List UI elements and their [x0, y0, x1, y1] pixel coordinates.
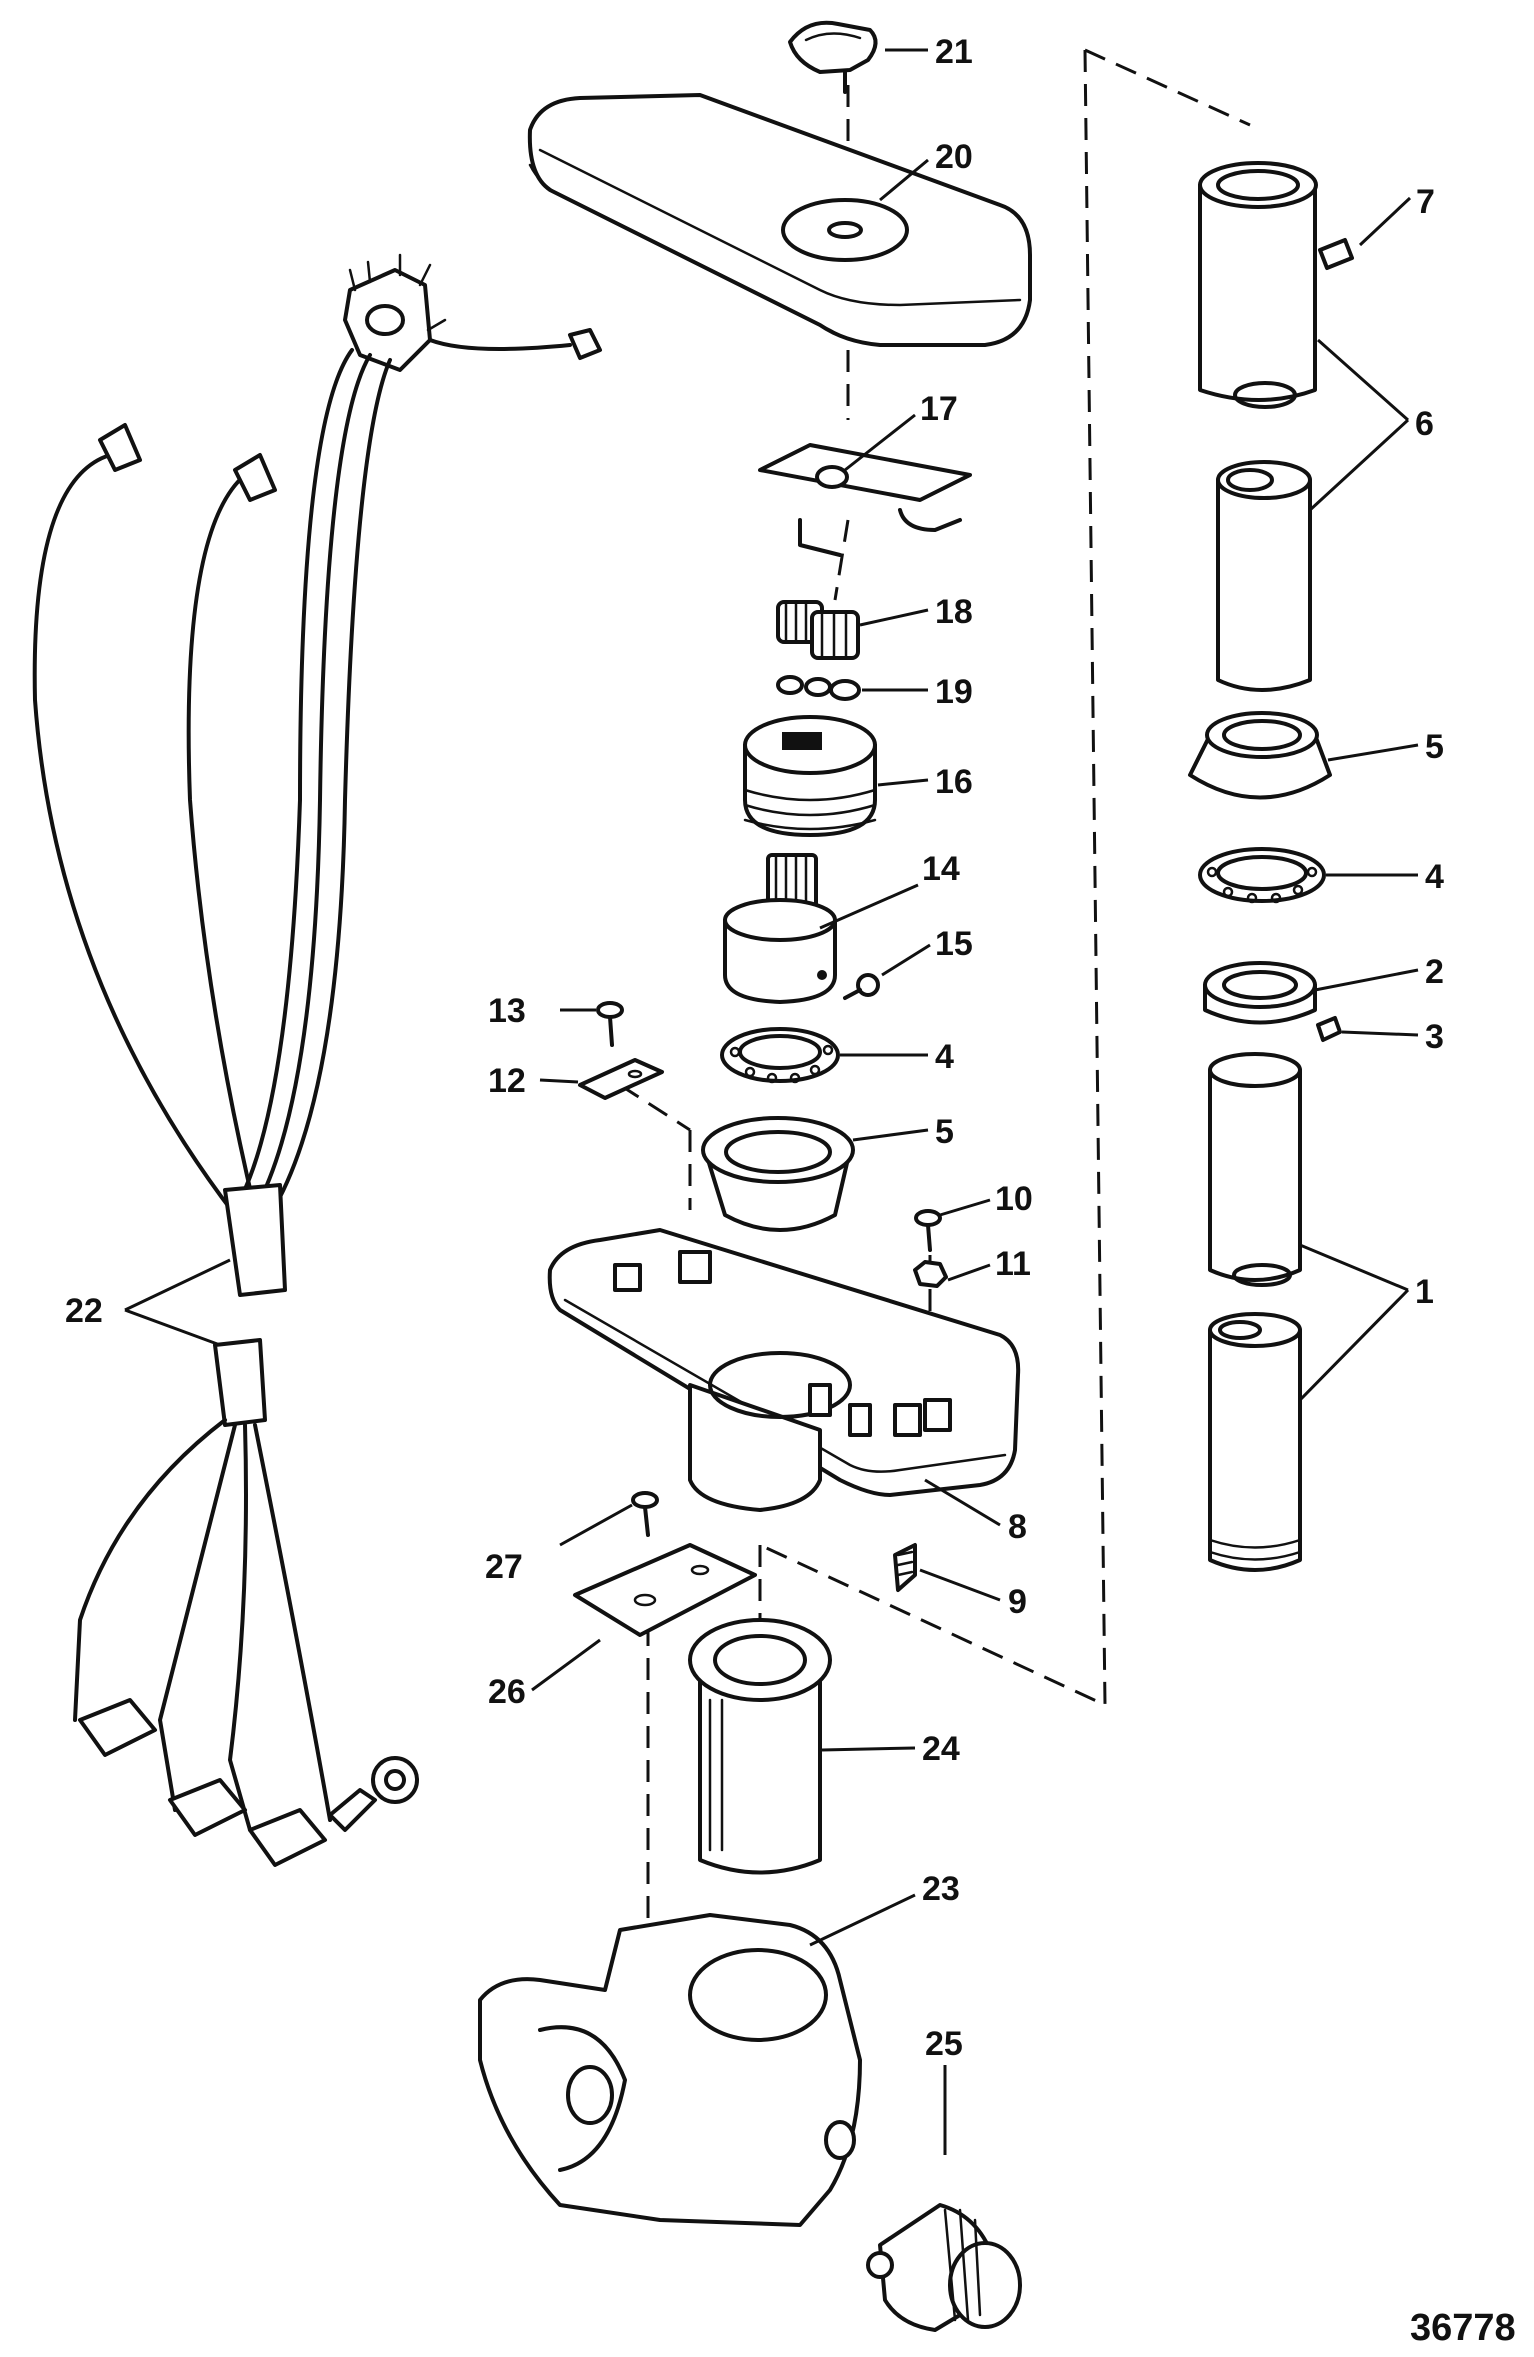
callout-13: 13 [488, 992, 526, 1030]
callout-10: 10 [995, 1180, 1033, 1218]
part-1-lower-shaft [1208, 1052, 1302, 1572]
callout-18: 18 [935, 593, 973, 631]
callout-1: 1 [1415, 1273, 1434, 1311]
part-4-bearing-upper [1198, 847, 1326, 904]
callout-8: 8 [1008, 1508, 1027, 1546]
callout-14: 14 [922, 850, 960, 888]
part-26-plate [573, 1543, 757, 1637]
part-22-wiring-upper [32, 253, 602, 1297]
part-27-screw [631, 1491, 659, 1537]
part-9-screw [893, 1543, 917, 1592]
leader-lines [124, 48, 1419, 2155]
callout-9: 9 [1008, 1583, 1027, 1621]
part-10-screw [914, 1209, 942, 1252]
callout-22: 22 [65, 1292, 103, 1330]
part-21-knob [788, 20, 878, 94]
part-11-nut [913, 1260, 948, 1288]
callout-2: 2 [1425, 953, 1444, 991]
callout-25: 25 [925, 2025, 963, 2063]
part-7-pin [1318, 238, 1354, 270]
part-5-cup-upper [1188, 711, 1332, 800]
callout-19: 19 [935, 673, 973, 711]
callout-5-lower: 5 [935, 1113, 954, 1151]
part-6-upper-shaft [1198, 161, 1318, 692]
callout-24: 24 [922, 1730, 960, 1768]
callout-3: 3 [1425, 1018, 1444, 1056]
callout-5-upper: 5 [1425, 728, 1444, 766]
callout-21: 21 [935, 33, 973, 71]
part-5-cup-lower [701, 1116, 855, 1232]
part-19-washers [776, 675, 861, 701]
callout-labels: 21 20 7 6 17 18 19 16 14 15 5 4 2 3 13 1… [65, 33, 1444, 2063]
callout-4-lower: 4 [935, 1038, 954, 1076]
callout-6: 6 [1415, 405, 1434, 443]
callout-16: 16 [935, 763, 973, 801]
callout-15: 15 [935, 925, 973, 963]
part-13-screw [596, 1001, 624, 1047]
part-20-top-cover [527, 93, 1032, 347]
part-22-wiring-lower [73, 1338, 419, 1867]
part-24-sleeve [688, 1618, 832, 1875]
part-2-collar [1203, 961, 1317, 1025]
callout-4-upper: 4 [1425, 858, 1444, 896]
part-25-knob [866, 2203, 1022, 2332]
part-18-gears [776, 600, 860, 660]
part-3-setscrew [1316, 1016, 1342, 1042]
callout-26: 26 [488, 1673, 526, 1711]
callout-17: 17 [920, 390, 958, 428]
part-4-bearing-lower [720, 1027, 840, 1084]
part-23-bracket-body [478, 1913, 862, 2227]
part-8-housing [547, 1228, 1021, 1512]
part-17-bracket [758, 443, 972, 557]
callout-7: 7 [1416, 183, 1435, 221]
callout-23: 23 [922, 1870, 960, 1908]
callout-12: 12 [488, 1062, 526, 1100]
part-16-coupling [743, 715, 877, 837]
part-15-screw [843, 973, 880, 1000]
part-12-plate [578, 1058, 664, 1100]
figure-number: 36778 [1410, 2307, 1516, 2349]
callout-20: 20 [935, 138, 973, 176]
callout-11: 11 [995, 1245, 1031, 1283]
part-14-gear-hub [723, 853, 837, 1004]
callout-27: 27 [485, 1548, 523, 1586]
